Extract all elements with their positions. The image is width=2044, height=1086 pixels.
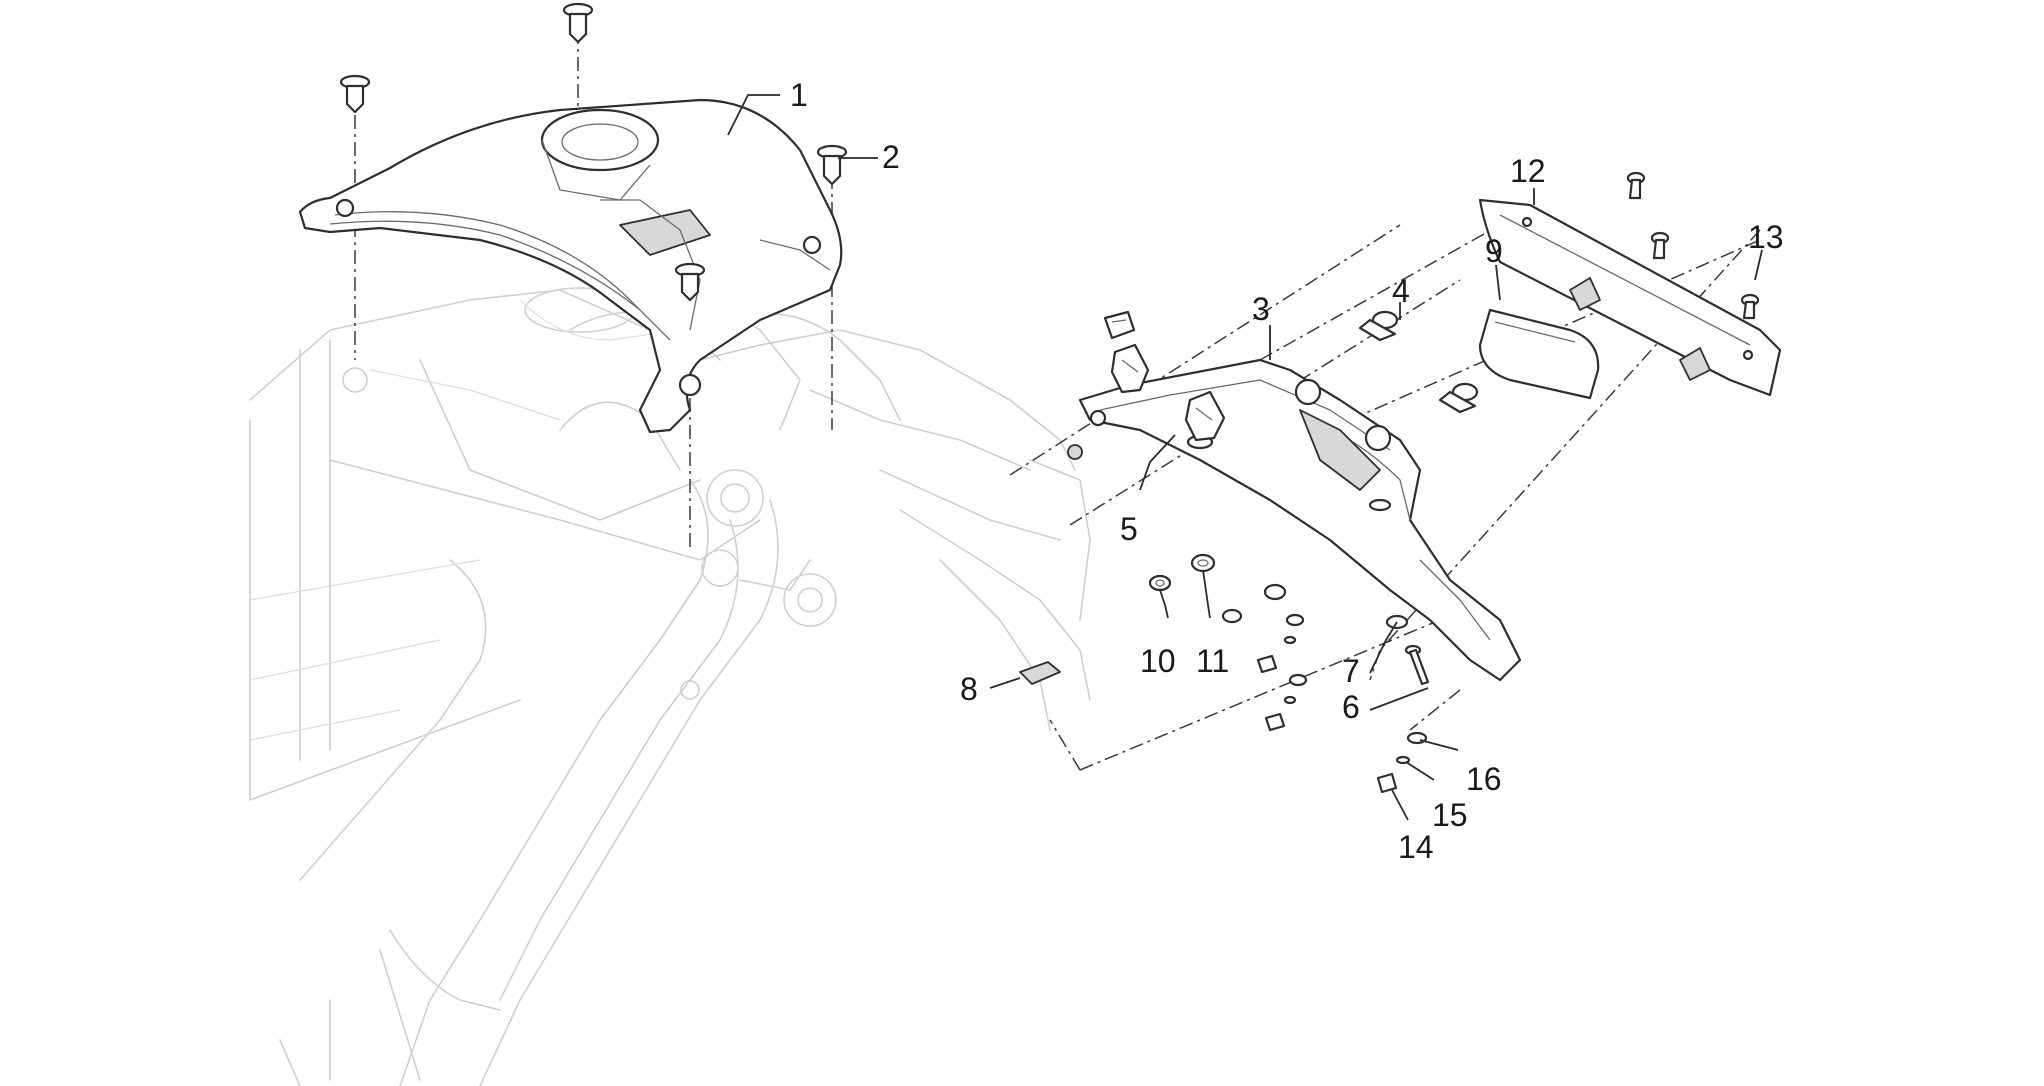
clip-top — [1103, 310, 1136, 340]
screw-13b — [1650, 231, 1670, 260]
screw-6 — [1404, 644, 1430, 686]
callout-1: 1 — [790, 77, 808, 113]
callout-2: 2 — [882, 139, 900, 175]
rear-cover-part — [298, 98, 843, 434]
callout-6: 6 — [1342, 689, 1360, 725]
clip-5b — [1184, 390, 1226, 442]
clip-8 — [1019, 661, 1061, 685]
plate-holder-part — [1478, 198, 1782, 397]
callout-15: 15 — [1432, 797, 1468, 833]
washer-11b — [1263, 583, 1287, 601]
screw-13c — [1740, 293, 1760, 320]
screw-right — [816, 144, 848, 186]
callout-7: 7 — [1342, 653, 1360, 689]
washer-10 — [1148, 574, 1172, 592]
callout-8: 8 — [960, 671, 978, 707]
spring-washers — [1283, 613, 1308, 705]
callout-11: 11 — [1196, 643, 1229, 679]
screw-top-middle — [562, 2, 594, 44]
leader-lines — [727, 94, 1763, 821]
callout-5: 5 — [1120, 511, 1138, 547]
license-bracket-part — [1078, 358, 1522, 682]
washer-11 — [1190, 553, 1216, 573]
bolt-4 — [1358, 310, 1399, 342]
washer-15 — [1395, 755, 1411, 765]
callout-12: 12 — [1510, 153, 1546, 189]
callout-13: 13 — [1748, 219, 1784, 255]
washer-10b — [1221, 608, 1243, 624]
nuts — [1256, 654, 1286, 732]
screw-top-left — [339, 74, 371, 114]
callout-labels: 1 2 3 4 5 6 7 8 9 10 11 12 13 14 15 16 — [790, 77, 1784, 865]
callout-10: 10 — [1140, 643, 1176, 679]
scooter-frame-outline — [249, 287, 1091, 1086]
screw-13a — [1626, 171, 1646, 200]
callout-4: 4 — [1392, 273, 1410, 309]
plate-light-part — [1478, 308, 1600, 400]
nut-small — [1067, 444, 1083, 460]
callout-16: 16 — [1466, 761, 1502, 797]
nut-14 — [1376, 772, 1398, 794]
bolt-4b — [1438, 382, 1479, 414]
callout-14: 14 — [1398, 829, 1434, 865]
clip-5a — [1110, 343, 1150, 394]
callout-9: 9 — [1485, 233, 1503, 269]
cover-screws — [339, 2, 848, 302]
bracket-hardware — [1019, 171, 1760, 794]
screw-center — [674, 262, 706, 302]
callout-3: 3 — [1252, 291, 1270, 327]
